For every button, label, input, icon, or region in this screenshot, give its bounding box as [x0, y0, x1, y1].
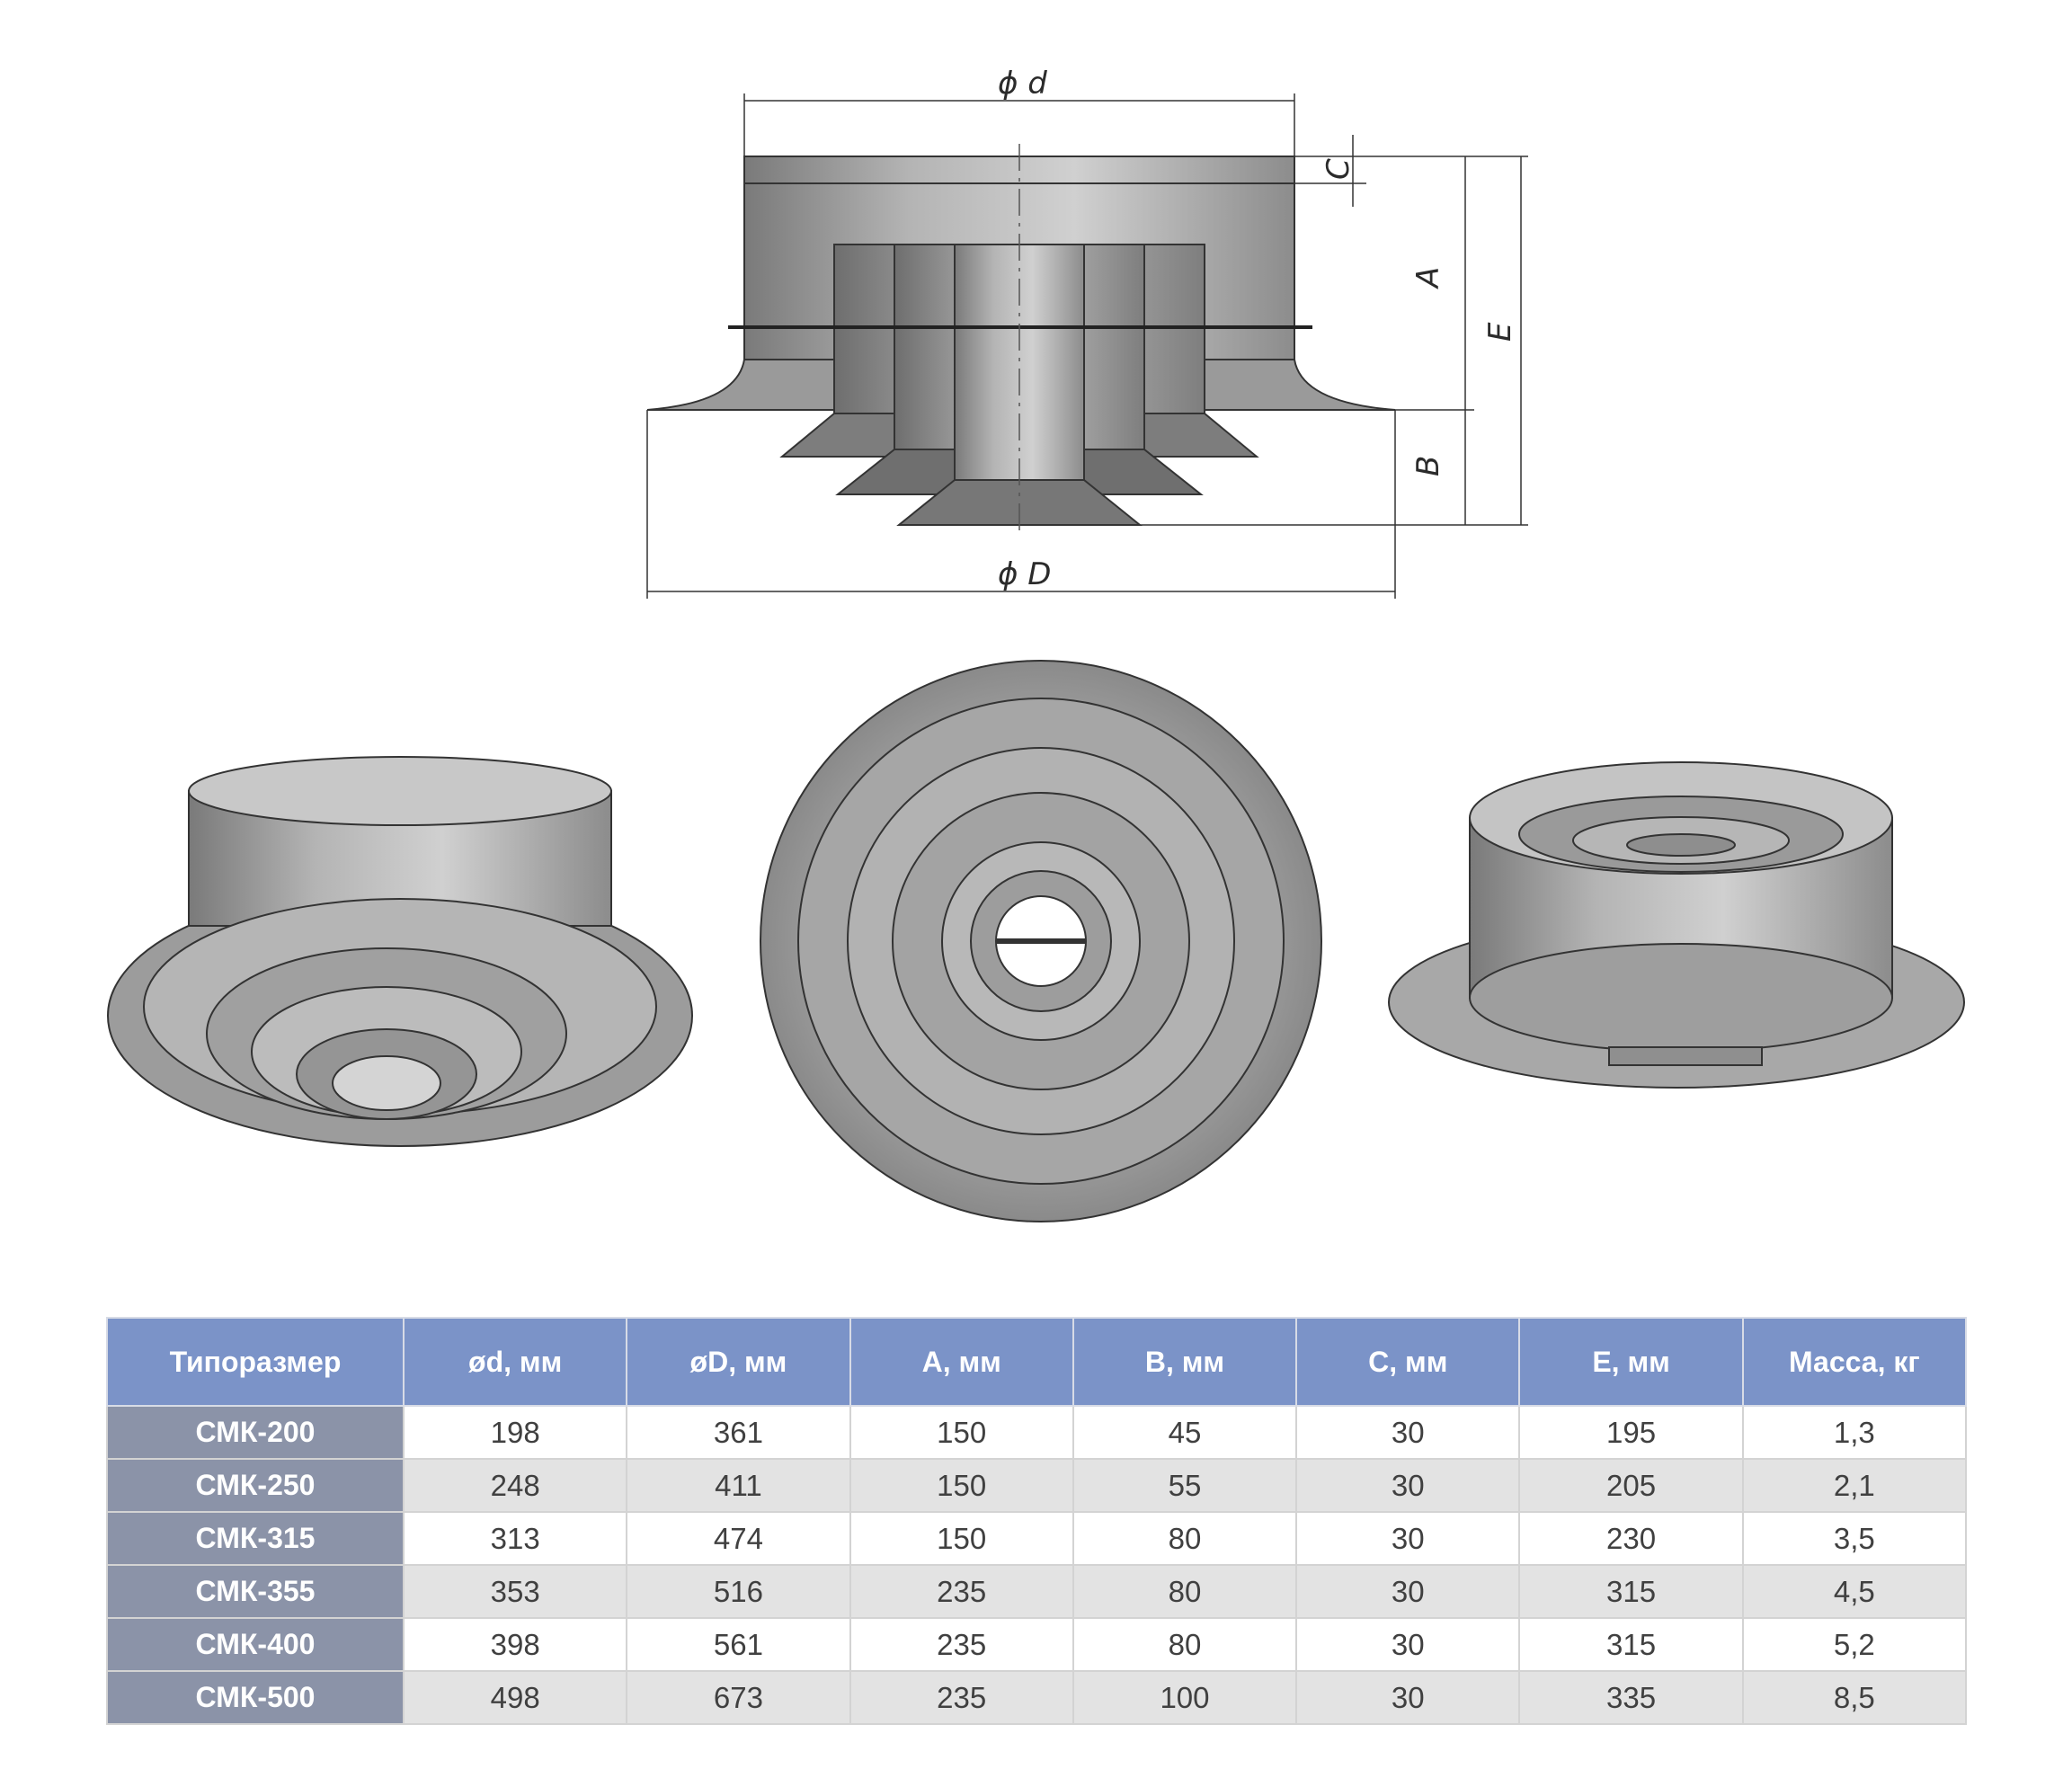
header-size: Типоразмер — [106, 1317, 405, 1407]
table-cell: 315 — [1518, 1564, 1744, 1619]
table-cell: 150 — [849, 1458, 1074, 1513]
table-cell: 335 — [1518, 1670, 1744, 1725]
table-cell: 150 — [849, 1511, 1074, 1566]
table-cell: 80 — [1072, 1617, 1298, 1672]
table-cell: 8,5 — [1741, 1670, 1968, 1725]
table-cell: 30 — [1295, 1511, 1521, 1566]
model-cell: СМК-200 — [106, 1405, 405, 1460]
technical-drawing: ϕ d ϕ D A B C E — [107, 66, 1965, 1222]
dimension-lines — [646, 93, 1528, 599]
spec-table: Типоразмер ød, мм øD, мм A, мм B, мм C, … — [106, 1317, 1968, 1725]
table-row: СМК-250 248 411 150 55 30 205 2,1 — [106, 1458, 1968, 1513]
table-cell: 80 — [1072, 1511, 1298, 1566]
table-cell: 516 — [626, 1564, 851, 1619]
table-cell: 30 — [1295, 1670, 1521, 1725]
table-cell: 313 — [402, 1511, 628, 1566]
table-cell: 235 — [849, 1564, 1074, 1619]
table-cell: 498 — [402, 1670, 628, 1725]
table-cell: 361 — [626, 1405, 851, 1460]
table-cell: 30 — [1295, 1405, 1521, 1460]
table-cell: 100 — [1072, 1670, 1298, 1725]
header-C: C, мм — [1295, 1317, 1521, 1407]
dim-B-label: B — [1410, 456, 1446, 476]
header-A: A, мм — [849, 1317, 1074, 1407]
table-cell: 248 — [402, 1458, 628, 1513]
header-mass: Масса, кг — [1741, 1317, 1968, 1407]
dimension-labels: ϕ d ϕ D A B C E — [998, 66, 1518, 592]
table-cell: 561 — [626, 1617, 851, 1672]
table-cell: 235 — [849, 1617, 1074, 1672]
table-cell: 150 — [849, 1405, 1074, 1460]
dim-C-label: C — [1321, 158, 1356, 180]
table-cell: 398 — [402, 1617, 628, 1672]
dim-d-label: ϕ d — [998, 66, 1047, 102]
iso-view-top — [1388, 761, 1965, 1089]
model-cell: СМК-250 — [106, 1458, 405, 1513]
header-d: ød, мм — [402, 1317, 628, 1407]
table-header-row: Типоразмер ød, мм øD, мм A, мм B, мм C, … — [106, 1317, 1968, 1407]
dim-A-label: A — [1410, 267, 1446, 289]
table-cell: 55 — [1072, 1458, 1298, 1513]
table-cell: 673 — [626, 1670, 851, 1725]
table-cell: 1,3 — [1741, 1405, 1968, 1460]
model-cell: СМК-400 — [106, 1617, 405, 1672]
table-cell: 5,2 — [1741, 1617, 1968, 1672]
table-cell: 315 — [1518, 1617, 1744, 1672]
table-cell: 205 — [1518, 1458, 1744, 1513]
header-B: B, мм — [1072, 1317, 1298, 1407]
dim-E-label: E — [1482, 322, 1518, 342]
table-cell: 353 — [402, 1564, 628, 1619]
table-cell: 80 — [1072, 1564, 1298, 1619]
table-row: СМК-315 313 474 150 80 30 230 3,5 — [106, 1511, 1968, 1566]
table-cell: 2,1 — [1741, 1458, 1968, 1513]
model-cell: СМК-500 — [106, 1670, 405, 1725]
table-cell: 474 — [626, 1511, 851, 1566]
header-D: øD, мм — [626, 1317, 851, 1407]
table-cell: 198 — [402, 1405, 628, 1460]
table-cell: 230 — [1518, 1511, 1744, 1566]
table-cell: 45 — [1072, 1405, 1298, 1460]
table-cell: 30 — [1295, 1617, 1521, 1672]
table-cell: 30 — [1295, 1458, 1521, 1513]
table-row: СМК-500 498 673 235 100 30 335 8,5 — [106, 1670, 1968, 1725]
table-cell: 195 — [1518, 1405, 1744, 1460]
table-row: СМК-200 198 361 150 45 30 195 1,3 — [106, 1405, 1968, 1460]
table-cell: 30 — [1295, 1564, 1521, 1619]
side-view — [646, 144, 1396, 530]
front-view — [760, 660, 1322, 1222]
table-cell: 235 — [849, 1670, 1074, 1725]
table-row: СМК-355 353 516 235 80 30 315 4,5 — [106, 1564, 1968, 1619]
table-cell: 4,5 — [1741, 1564, 1968, 1619]
model-cell: СМК-355 — [106, 1564, 405, 1619]
table-cell: 3,5 — [1741, 1511, 1968, 1566]
table-cell: 411 — [626, 1458, 851, 1513]
model-cell: СМК-315 — [106, 1511, 405, 1566]
table-row: СМК-400 398 561 235 80 30 315 5,2 — [106, 1617, 1968, 1672]
header-E: E, мм — [1518, 1317, 1744, 1407]
iso-view-bottom — [107, 756, 693, 1147]
dim-D-label: ϕ D — [998, 556, 1051, 592]
